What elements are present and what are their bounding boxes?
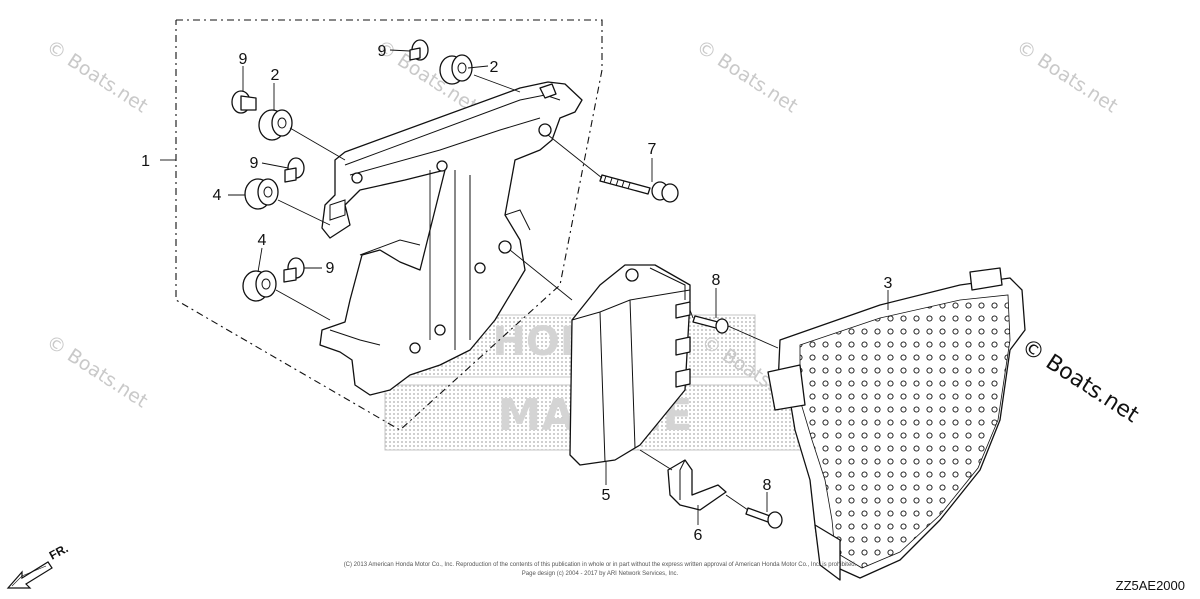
- assembly-boundary: [175, 19, 603, 431]
- callout-1: 1: [141, 153, 150, 170]
- copyright-line-1: (C) 2013 American Honda Motor Co., Inc. …: [344, 562, 857, 568]
- bolt-8-lower: [745, 507, 783, 529]
- bolt-7: [599, 174, 679, 203]
- grommet-4-upper: [244, 178, 279, 210]
- callout-9-top-center: 9: [378, 43, 387, 60]
- callout-9-mid-left: 9: [250, 155, 259, 172]
- callout-4-upper: 4: [213, 187, 222, 204]
- collar-9-mid-left: [284, 157, 305, 183]
- callout-3: 3: [884, 275, 893, 292]
- collar-9-lower: [283, 257, 305, 283]
- collar-9-top-left: [231, 90, 257, 114]
- grommet-2-top: [439, 54, 473, 85]
- copyright-line-2: Page design (c) 2004 - 2017 by ARI Netwo…: [522, 571, 679, 577]
- callout-5: 5: [602, 487, 611, 504]
- cover-3: [767, 267, 1026, 581]
- bolt-8-upper: [692, 315, 729, 334]
- watermark-5: © Boats.net: [42, 331, 151, 413]
- watermark-1: © Boats.net: [42, 36, 151, 118]
- callout-2-left: 2: [271, 67, 280, 84]
- leader-lines: [228, 49, 889, 525]
- control-unit-5: [569, 264, 691, 466]
- callout-7: 7: [648, 141, 657, 158]
- grommet-4-lower: [242, 270, 277, 302]
- callout-6: 6: [694, 527, 703, 544]
- callout-9-lower: 9: [326, 260, 335, 277]
- watermark-7: © Boats.net: [1017, 334, 1143, 428]
- watermark-3: © Boats.net: [692, 36, 801, 118]
- collar-9-top-center: [409, 39, 429, 61]
- watermark-4: © Boats.net: [1012, 36, 1121, 118]
- callout-2-top: 2: [490, 59, 499, 76]
- callout-9-top-left: 9: [239, 51, 248, 68]
- front-marker-label: FR.: [47, 541, 71, 562]
- grommet-2-left: [258, 109, 293, 141]
- clip-6: [667, 459, 727, 511]
- diagram-code: ZZ5AE2000: [1116, 578, 1185, 593]
- front-arrow-icon: [6, 561, 53, 589]
- callout-8-lower: 8: [763, 477, 772, 494]
- callout-4-lower: 4: [258, 232, 267, 249]
- callout-8-upper: 8: [712, 272, 721, 289]
- bracket-assembly: [319, 81, 583, 396]
